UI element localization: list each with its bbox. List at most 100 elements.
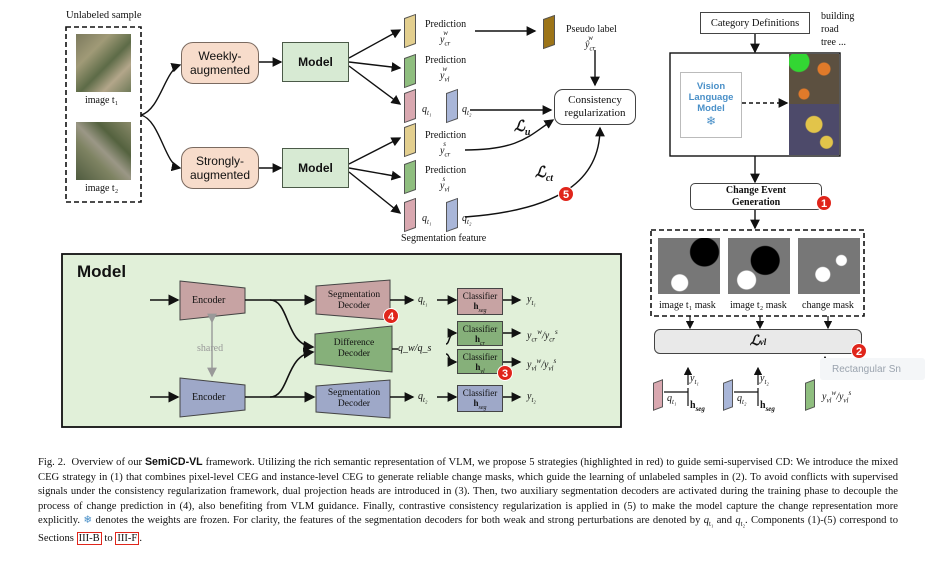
caption-name: SemiCD-VL — [144, 456, 203, 468]
q-t1-strong-label: qt₁ — [422, 213, 432, 226]
vl-hseg-1: hseg — [690, 400, 705, 413]
pred-cr-weak-symbol: ycrw — [440, 29, 451, 48]
panel-q-t2: qt₂ — [418, 391, 428, 404]
prediction-label-4: Prediction — [425, 165, 467, 176]
panel-y-vl: yvlw/yvls — [527, 357, 557, 373]
encoder-bottom-label: Encoder — [192, 392, 226, 403]
strong-augment-box: Strongly- augmented — [181, 147, 259, 189]
caption-fig: Fig. 2. — [38, 457, 66, 468]
vl-q-t1-label: qt₁ — [667, 393, 677, 406]
category-building: building — [821, 11, 855, 22]
panel-q-t1: qt₁ — [418, 294, 428, 307]
vlm-seg-image-1 — [789, 54, 839, 104]
badge-5: 5 — [558, 186, 574, 202]
encoder-top-label: Encoder — [192, 295, 226, 306]
panel-y-t2: yt₂ — [527, 391, 536, 404]
ref-section-iii-f[interactable]: III-F — [115, 532, 140, 546]
q-t2-strong-feature — [446, 197, 458, 233]
q-t2-weak-label: qt₂ — [462, 104, 472, 117]
image-t1-photo — [76, 34, 131, 92]
caption-snowflake-icon: ❄ — [83, 515, 93, 527]
caption-text3: . Components (1)-(5) correspond to Secti… — [38, 515, 899, 545]
panel-y-cr: ycrw/ycrs — [527, 328, 558, 344]
q-t1-weak-feature — [404, 88, 416, 124]
image-t2-photo — [76, 122, 131, 180]
tooltip-rectangular-snip[interactable]: Rectangular Sn — [820, 358, 925, 380]
badge-4: 4 — [383, 308, 399, 324]
category-road: road — [821, 24, 839, 35]
panel-y-t1: yt₁ — [527, 294, 536, 307]
model-panel-title: Model — [77, 262, 127, 281]
pred-cr-weak-feature — [404, 13, 416, 49]
loss-ct: ℒct — [535, 165, 554, 185]
q-t1-weak-label: qt₁ — [422, 104, 432, 117]
pred-vl-strong-symbol: yvls — [440, 175, 450, 194]
badge-1: 1 — [816, 195, 832, 211]
q-t1-strong-feature — [404, 197, 416, 233]
model-box-bottom: Model — [282, 148, 349, 188]
image-t1-label: image t₁ — [85, 95, 119, 106]
pred-vl-strong-feature — [404, 159, 416, 195]
badge-2: 2 — [851, 343, 867, 359]
consistency-regularization-box: Consistency regularization — [554, 89, 636, 125]
mask-t2-label: image t₂ mask — [730, 300, 787, 311]
vlm-box: Vision Language Model ❄ — [680, 72, 742, 138]
seg-decoder-top-label: Segmentation Decoder — [327, 290, 381, 311]
prediction-label-2: Prediction — [425, 55, 467, 66]
category-definitions-box: Category Definitions — [700, 12, 810, 34]
caption-and: and — [716, 515, 733, 527]
snowflake-icon: ❄ — [705, 114, 717, 128]
weak-augment-box: Weekly- augmented — [181, 42, 259, 84]
vl-y-t2-label: yt₂ — [760, 373, 769, 386]
caption-text2: denotes the weights are frozen. For clar… — [95, 515, 701, 527]
vl-q-t2-feature — [723, 379, 733, 411]
vl-q-t1-feature — [653, 379, 663, 411]
caption-end: . — [139, 533, 142, 545]
q-t2-strong-label: qt₂ — [462, 213, 472, 226]
pseudo-label-text: Pseudo label — [566, 24, 617, 35]
mask-t2 — [728, 238, 790, 294]
prediction-label-1: Prediction — [425, 19, 467, 30]
caption-to: to — [104, 533, 113, 545]
figure-caption: Fig. 2. Overview of our SemiCD-VL framew… — [38, 456, 899, 546]
diff-decoder-label: Difference Decoder — [333, 338, 375, 359]
mask-t1 — [658, 238, 720, 294]
pseudo-label-feature — [543, 14, 555, 50]
panel-qwqs: q_w/q_s — [398, 343, 432, 354]
mask-change-label: change mask — [802, 300, 854, 311]
badge-3: 3 — [497, 365, 513, 381]
pred-vl-weak-symbol: yvlw — [440, 65, 450, 84]
vl-q-t2-label: qt₂ — [737, 393, 747, 406]
caption-text1: framework. Utilizing the rich semantic r… — [38, 457, 898, 527]
shared-label: shared — [197, 343, 224, 354]
pred-cr-strong-feature — [404, 122, 416, 158]
seg-decoder-bottom-label: Segmentation Decoder — [327, 388, 381, 409]
pred-cr-strong-symbol: ycrs — [440, 140, 451, 159]
pred-vl-weak-feature — [404, 53, 416, 89]
caption-lead: Overview of our — [71, 457, 143, 468]
category-tree: tree ... — [821, 37, 846, 48]
seg-feature-label: Segmentation feature — [401, 233, 487, 244]
vlm-seg-image-2 — [789, 104, 839, 155]
model-box-top: Model — [282, 42, 349, 82]
ref-section-iii-b[interactable]: III-B — [76, 532, 102, 546]
pseudo-label-symbol: ŷcrw — [585, 34, 596, 53]
unlabeled-title: Unlabeled sample — [66, 10, 142, 21]
vl-y-t1-label: yt₁ — [690, 373, 699, 386]
diagram-lines — [61, 26, 865, 428]
vl-hseg-2: hseg — [760, 400, 775, 413]
q-t2-weak-feature — [446, 88, 458, 124]
change-event-generation-box: Change Event Generation — [690, 183, 822, 210]
vl-pred-feature — [805, 379, 815, 411]
image-t2-label: image t₂ — [85, 183, 119, 194]
mask-change — [798, 238, 860, 294]
prediction-label-3: Prediction — [425, 130, 467, 141]
vlm-label: Vision Language Model — [688, 81, 734, 114]
vl-pred-label: yvlw/yvls — [822, 389, 852, 405]
loss-u: ℒu — [514, 119, 531, 139]
